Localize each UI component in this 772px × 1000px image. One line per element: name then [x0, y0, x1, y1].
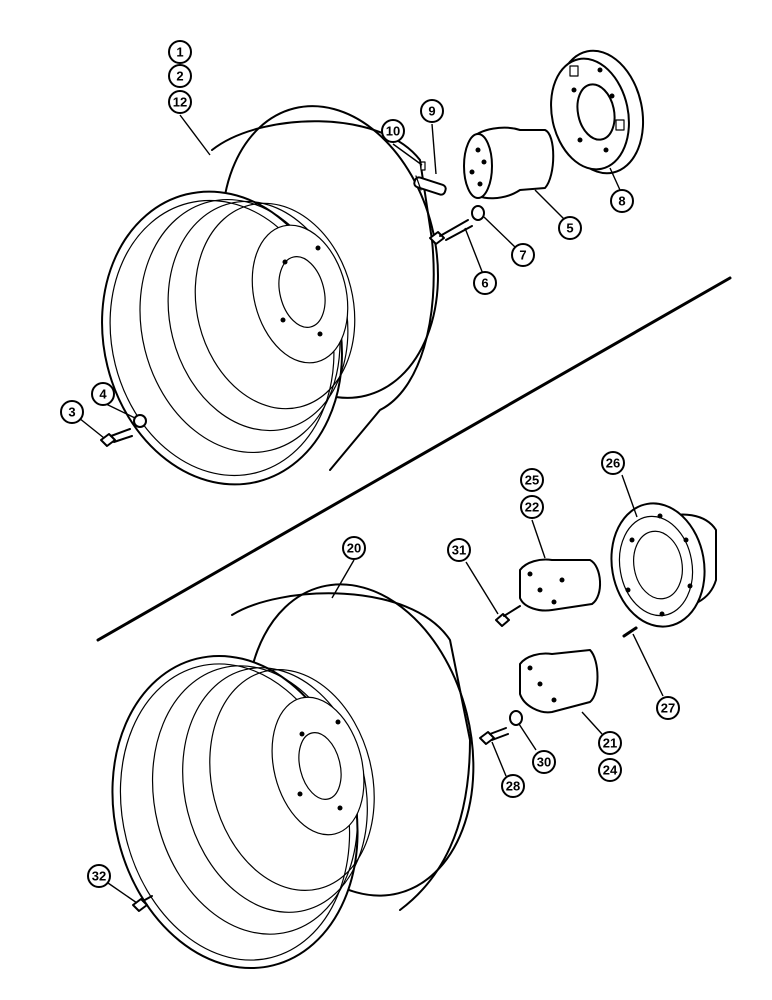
- callout-label: 22: [525, 500, 539, 515]
- lower-washer-part: [509, 710, 523, 726]
- callout-21: 21: [598, 731, 622, 755]
- callout-22: 22: [520, 495, 544, 519]
- lower-clamp-part: [519, 649, 599, 714]
- callout-label: 31: [452, 543, 466, 558]
- callout-label: 27: [661, 701, 675, 716]
- callout-label: 7: [519, 248, 526, 263]
- callout-label: 6: [481, 276, 488, 291]
- callout-20: 20: [342, 536, 366, 560]
- callout-label: 28: [506, 779, 520, 794]
- lower-bolt-part: [479, 727, 509, 745]
- callout-27: 27: [656, 696, 680, 720]
- callout-7: 7: [511, 243, 535, 267]
- callout-25: 25: [520, 468, 544, 492]
- callout-6: 6: [473, 271, 497, 295]
- callouts: 1 2 12 10 9 5 7 6 8 3 4 25 22 26 20 31 2…: [60, 40, 680, 888]
- callout-2: 2: [168, 64, 192, 88]
- callout-9: 9: [420, 99, 444, 123]
- divider-line: [96, 276, 732, 642]
- callout-label: 2: [176, 69, 183, 84]
- callout-label: 3: [68, 405, 75, 420]
- upper-wheel-rim: [101, 105, 439, 486]
- hub-plate-part: [550, 49, 645, 175]
- callout-label: 25: [525, 473, 539, 488]
- callout-8: 8: [610, 189, 634, 213]
- callout-24: 24: [598, 758, 622, 782]
- callout-label: 9: [428, 104, 435, 119]
- callout-label: 12: [173, 95, 187, 110]
- callout-label: 8: [618, 194, 625, 209]
- callout-30: 30: [532, 750, 556, 774]
- lower-rim-bolt-part: [132, 895, 153, 912]
- clamp-bolt-part: [495, 605, 521, 627]
- clamp-part: [463, 126, 555, 200]
- rim-nut-part: [133, 414, 147, 428]
- callout-32: 32: [87, 864, 111, 888]
- washer-part: [471, 205, 485, 221]
- upper-clamp-part: [519, 558, 601, 612]
- rim-bolt-part: [100, 428, 133, 447]
- leader-lines: [78, 114, 664, 904]
- callout-label: 20: [347, 541, 361, 556]
- callout-3: 3: [60, 400, 84, 424]
- callout-label: 10: [386, 124, 400, 139]
- callout-12: 12: [168, 90, 192, 114]
- callout-label: 26: [606, 456, 620, 471]
- small-pin-part: [420, 161, 426, 171]
- callout-5: 5: [558, 216, 582, 240]
- lower-wheel-rim: [111, 583, 475, 970]
- callout-28: 28: [501, 774, 525, 798]
- stud-part: [622, 626, 638, 638]
- bolt-part: [429, 219, 473, 245]
- callout-26: 26: [601, 451, 625, 475]
- callout-10: 10: [381, 119, 405, 143]
- callout-label: 5: [566, 221, 573, 236]
- hub-part: [610, 502, 717, 628]
- callout-31: 31: [447, 538, 471, 562]
- callout-label: 1: [176, 45, 183, 60]
- callout-1: 1: [168, 40, 192, 64]
- callout-label: 4: [99, 387, 107, 402]
- callout-label: 24: [603, 763, 618, 778]
- callout-label: 30: [537, 755, 551, 770]
- callout-label: 32: [92, 869, 106, 884]
- pin-part: [413, 175, 447, 196]
- callout-label: 21: [603, 736, 617, 751]
- callout-4: 4: [91, 382, 115, 406]
